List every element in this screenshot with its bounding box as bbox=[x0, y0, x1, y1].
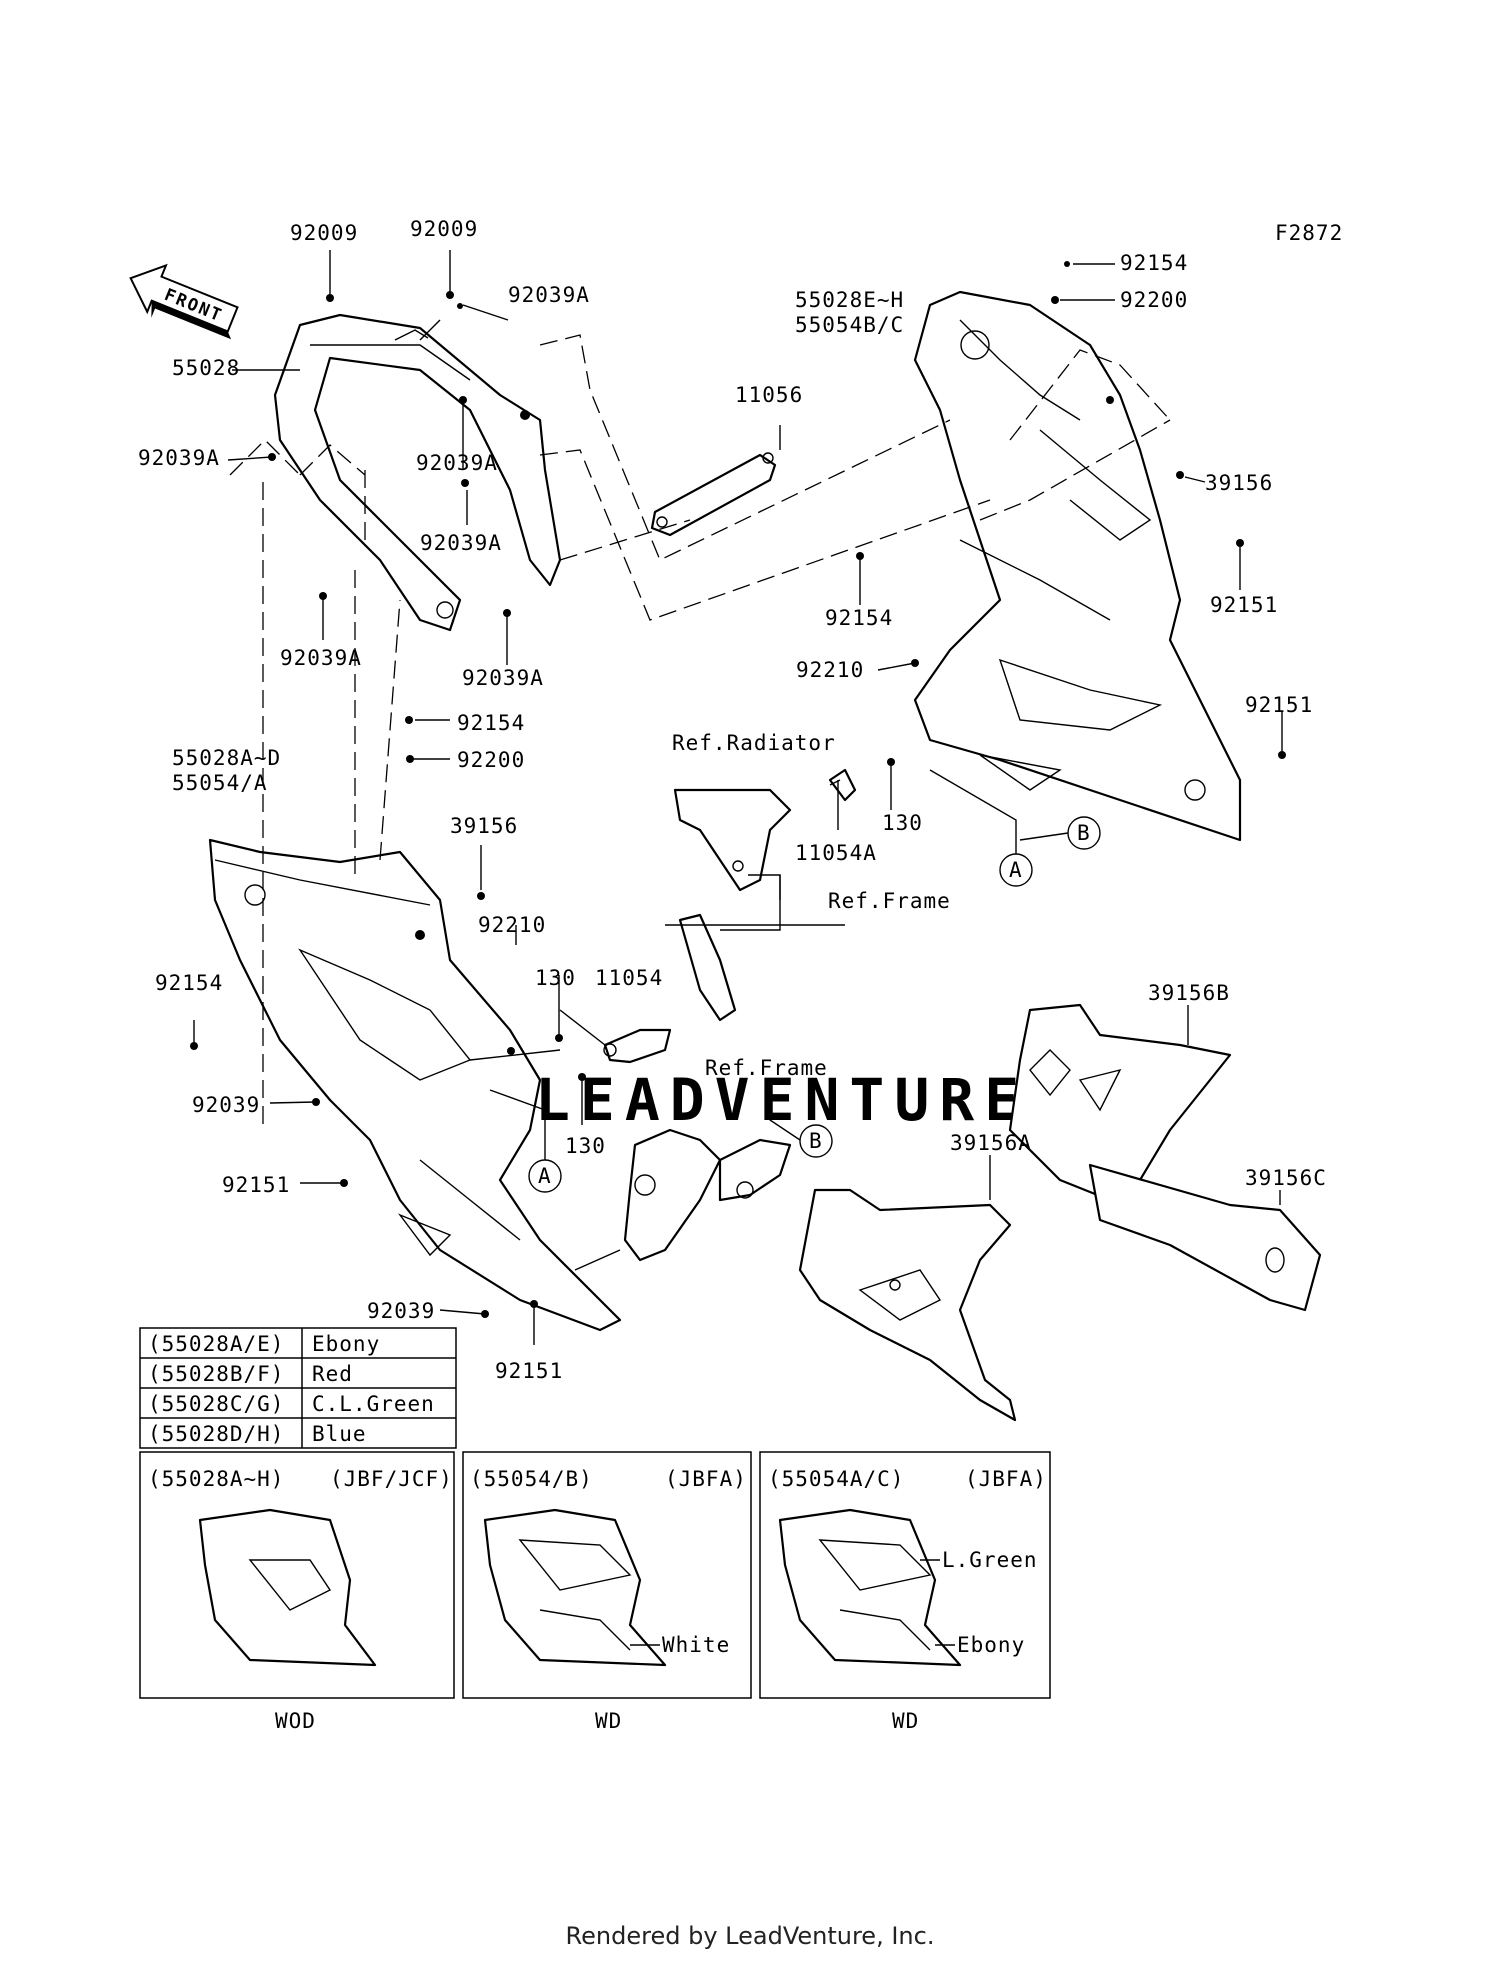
ref-circle-b-right: B bbox=[1077, 821, 1091, 845]
callout-92039a-left: 92039A bbox=[138, 446, 220, 470]
callout-55028: 55028 bbox=[172, 356, 240, 380]
variant-model: (JBF/JCF) bbox=[330, 1467, 453, 1491]
callout-92154-ll: 92154 bbox=[155, 971, 223, 995]
variant-part: (55054/B) bbox=[470, 1467, 593, 1491]
callout-55028a-d: 55028A~D bbox=[172, 746, 281, 770]
callout-55054bc: 55054B/C bbox=[795, 313, 904, 337]
assembly-lines bbox=[229, 334, 1171, 1130]
figure-code: F2872 bbox=[1275, 221, 1343, 245]
callout-92151-r2: 92151 bbox=[1245, 693, 1313, 717]
variant-note-ebony: Ebony bbox=[957, 1633, 1025, 1657]
color-table-code: (55028D/H) bbox=[148, 1422, 284, 1446]
callout-92039a-top: 92039A bbox=[508, 283, 590, 307]
decal-39156B bbox=[1008, 1003, 1232, 1202]
callout-11056: 11056 bbox=[735, 383, 803, 407]
leader-lines bbox=[193, 250, 1283, 1345]
callout-92210-l: 92210 bbox=[478, 913, 546, 937]
callout-130-m: 130 bbox=[535, 966, 576, 990]
callout-92039a-mid: 92039A bbox=[416, 451, 498, 475]
callout-92200-l: 92200 bbox=[457, 748, 525, 772]
callout-92039a-low2: 92039A bbox=[462, 666, 544, 690]
callout-92210-r: 92210 bbox=[796, 658, 864, 682]
decal-39156C bbox=[1088, 1163, 1322, 1312]
callout-39156b: 39156B bbox=[1148, 981, 1230, 1005]
color-table-color: Red bbox=[312, 1362, 353, 1386]
callout-39156c: 39156C bbox=[1245, 1166, 1327, 1190]
color-table-code: (55028A/E) bbox=[148, 1332, 284, 1356]
color-table: (55028A/E) Ebony (55028B/F) Red (55028C/… bbox=[139, 1327, 457, 1449]
callout-92200-tr: 92200 bbox=[1120, 288, 1188, 312]
ref-frame-label-1: Ref.Frame bbox=[828, 889, 951, 913]
decal-39156A bbox=[798, 1188, 1017, 1422]
callout-92154-m: 92154 bbox=[825, 606, 893, 630]
variant-caption: WOD bbox=[275, 1709, 316, 1733]
variant-model: (JBFA) bbox=[965, 1467, 1047, 1491]
callout-labels: 92009 92009 92039A 55028 92039A 92039A 9… bbox=[138, 217, 1327, 1383]
callout-39156-l: 39156 bbox=[450, 814, 518, 838]
variant-note-white: White bbox=[662, 1633, 730, 1657]
color-table-code: (55028C/G) bbox=[148, 1392, 284, 1416]
callout-55054a: 55054/A bbox=[172, 771, 268, 795]
color-table-color: C.L.Green bbox=[312, 1392, 435, 1416]
variant-caption: WD bbox=[892, 1709, 919, 1733]
footer-credit: Rendered by LeadVenture, Inc. bbox=[565, 1922, 935, 1950]
ref-circle-a-right: A bbox=[1009, 858, 1023, 882]
color-table-color: Ebony bbox=[312, 1332, 380, 1356]
callout-92009-left: 92009 bbox=[290, 221, 358, 245]
callout-92039a-mid2: 92039A bbox=[420, 531, 502, 555]
ref-circle-b-left: B bbox=[809, 1129, 823, 1153]
callout-92009-right: 92009 bbox=[410, 217, 478, 241]
bracket-11054A bbox=[673, 768, 857, 892]
variant-part: (55054A/C) bbox=[768, 1467, 904, 1491]
ref-circle-a-left: A bbox=[538, 1164, 552, 1188]
callout-130-b: 130 bbox=[565, 1134, 606, 1158]
variant-caption: WD bbox=[595, 1709, 622, 1733]
watermark: LEADVENTURE bbox=[535, 1066, 1029, 1134]
variant-model: (JBFA) bbox=[665, 1467, 747, 1491]
callout-55028e-h: 55028E~H bbox=[795, 288, 904, 312]
ref-frame-label-2: Ref.Frame bbox=[705, 1056, 828, 1080]
callout-11054: 11054 bbox=[595, 966, 663, 990]
color-table-color: Blue bbox=[312, 1422, 367, 1446]
frame-bracket bbox=[623, 1128, 792, 1262]
variant-part: (55028A~H) bbox=[148, 1467, 284, 1491]
front-arrow-icon: FRONT bbox=[129, 263, 239, 340]
variant-box-1: (55028A~H) (JBF/JCF) WOD bbox=[139, 1451, 455, 1733]
callout-92039a-low: 92039A bbox=[280, 646, 362, 670]
callout-92039-b: 92039 bbox=[367, 1299, 435, 1323]
bracket-11056 bbox=[650, 452, 777, 537]
right-cowl-55028E-H bbox=[913, 290, 1242, 842]
callout-92151-l: 92151 bbox=[222, 1173, 290, 1197]
color-table-code: (55028B/F) bbox=[148, 1362, 284, 1386]
bracket-11054 bbox=[603, 913, 737, 1064]
callout-92154-tr: 92154 bbox=[1120, 251, 1188, 275]
variant-note-l-green: L.Green bbox=[942, 1548, 1038, 1572]
callout-39156a: 39156A bbox=[950, 1131, 1032, 1155]
callout-92154-l: 92154 bbox=[457, 711, 525, 735]
left-cowl-55028A-D bbox=[208, 838, 622, 1332]
callout-130-r: 130 bbox=[882, 811, 923, 835]
variant-box-2: (55054/B) (JBFA) White WD bbox=[462, 1451, 752, 1733]
callout-92039-l: 92039 bbox=[192, 1093, 260, 1117]
ref-radiator-label: Ref.Radiator bbox=[672, 731, 836, 755]
callout-39156-r: 39156 bbox=[1205, 471, 1273, 495]
callout-92151-r1: 92151 bbox=[1210, 593, 1278, 617]
callout-11054a: 11054A bbox=[795, 841, 877, 865]
variant-box-3: (55054A/C) (JBFA) L.Green Ebony WD bbox=[759, 1451, 1051, 1733]
callout-92151-b: 92151 bbox=[495, 1359, 563, 1383]
inner-cowl-55028 bbox=[273, 313, 562, 632]
